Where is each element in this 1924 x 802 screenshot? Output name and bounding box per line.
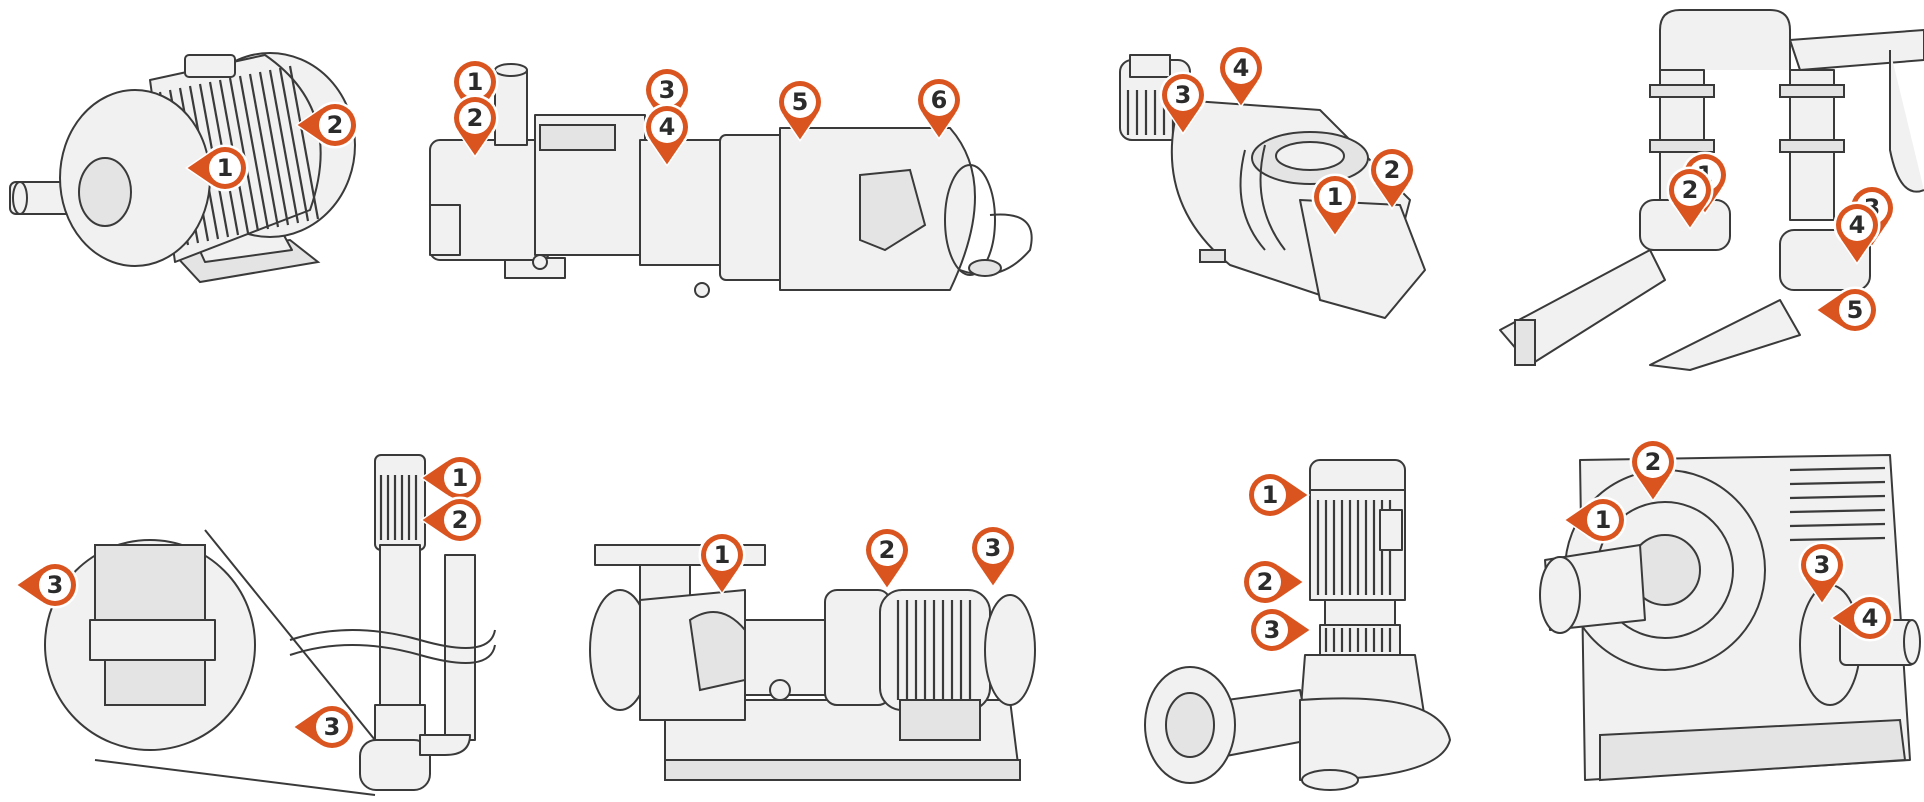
callout-marker-worm-gearbox-3: 3 [1798,541,1846,606]
callout-marker-end-suction-pump-2: 2 [863,526,911,591]
callout-number: 5 [1847,296,1864,324]
callout-number: 1 [1262,481,1279,509]
callout-number: 3 [324,713,341,741]
callout-number: 2 [467,104,484,132]
electric-motor-illustration [9,52,356,284]
callout-number: 2 [452,506,469,534]
end-suction-pump-illustration [589,544,1036,781]
callout-number: 5 [792,88,809,116]
callout-marker-screw-compressor-2: 2 [451,94,499,159]
callout-number: 3 [985,534,1002,562]
callout-marker-pipeline-pumps-4: 4 [1833,201,1881,266]
callout-number: 1 [452,464,469,492]
callout-marker-worm-gearbox-1: 1 [1562,496,1627,544]
screw-compressor-illustration [429,63,1033,298]
callout-number: 2 [1682,176,1699,204]
callout-marker-vertical-sump-pump-2: 2 [419,496,484,544]
callout-marker-vertical-inline-pump-2: 2 [1241,558,1306,606]
callout-marker-roots-blower-1: 1 [1311,173,1359,238]
callout-marker-pipeline-pumps-5: 5 [1814,286,1879,334]
vertical-inline-pump-illustration [1144,459,1451,791]
callout-marker-roots-blower-2: 2 [1368,146,1416,211]
callout-marker-electric-motor-2: 2 [294,101,359,149]
callout-number: 3 [47,571,64,599]
callout-marker-vertical-sump-pump-1: 1 [419,454,484,502]
callout-number: 3 [659,76,676,104]
callout-number: 4 [1233,54,1250,82]
callout-marker-end-suction-pump-1: 1 [698,531,746,596]
callout-marker-screw-compressor-5: 5 [776,78,824,143]
callout-marker-vertical-inline-pump-3: 3 [1248,606,1313,654]
callout-number: 2 [879,536,896,564]
callout-marker-vertical-inline-pump-1: 1 [1246,471,1311,519]
callout-number: 4 [659,113,676,141]
callout-number: 1 [1327,183,1344,211]
callout-number: 2 [1257,568,1274,596]
callout-number: 3 [1814,551,1831,579]
callout-marker-pipeline-pumps-2: 2 [1666,166,1714,231]
callout-number: 4 [1862,604,1879,632]
callout-number: 3 [1264,616,1281,644]
callout-marker-vertical-sump-pump-3: 3 [291,703,356,751]
callout-marker-worm-gearbox-4: 4 [1829,594,1894,642]
callout-number: 2 [1645,448,1662,476]
pipeline-pumps-illustration [1499,9,1924,371]
callout-marker-roots-blower-3: 3 [1159,71,1207,136]
callout-marker-screw-compressor-6: 6 [915,76,963,141]
callout-marker-end-suction-pump-3: 3 [969,524,1017,589]
callout-marker-vertical-sump-pump-3: 3 [14,561,79,609]
callout-number: 1 [467,68,484,96]
callout-marker-screw-compressor-4: 4 [643,103,691,168]
callout-marker-electric-motor-1: 1 [184,144,249,192]
vertical-sump-pump-illustration [44,454,496,796]
callout-marker-worm-gearbox-2: 2 [1629,438,1677,503]
worm-gearbox-illustration [1539,454,1921,782]
callout-number: 3 [1175,81,1192,109]
callout-marker-roots-blower-4: 4 [1217,44,1265,109]
callout-number: 2 [1384,156,1401,184]
roots-blower-illustration [1119,54,1426,319]
callout-number: 1 [1595,506,1612,534]
callout-number: 2 [327,111,344,139]
callout-number: 6 [931,86,948,114]
callout-number: 1 [714,541,731,569]
callout-number: 4 [1849,211,1866,239]
callout-markers: 1212345612341234512331231231234 [14,44,1896,751]
callout-number: 1 [217,154,234,182]
